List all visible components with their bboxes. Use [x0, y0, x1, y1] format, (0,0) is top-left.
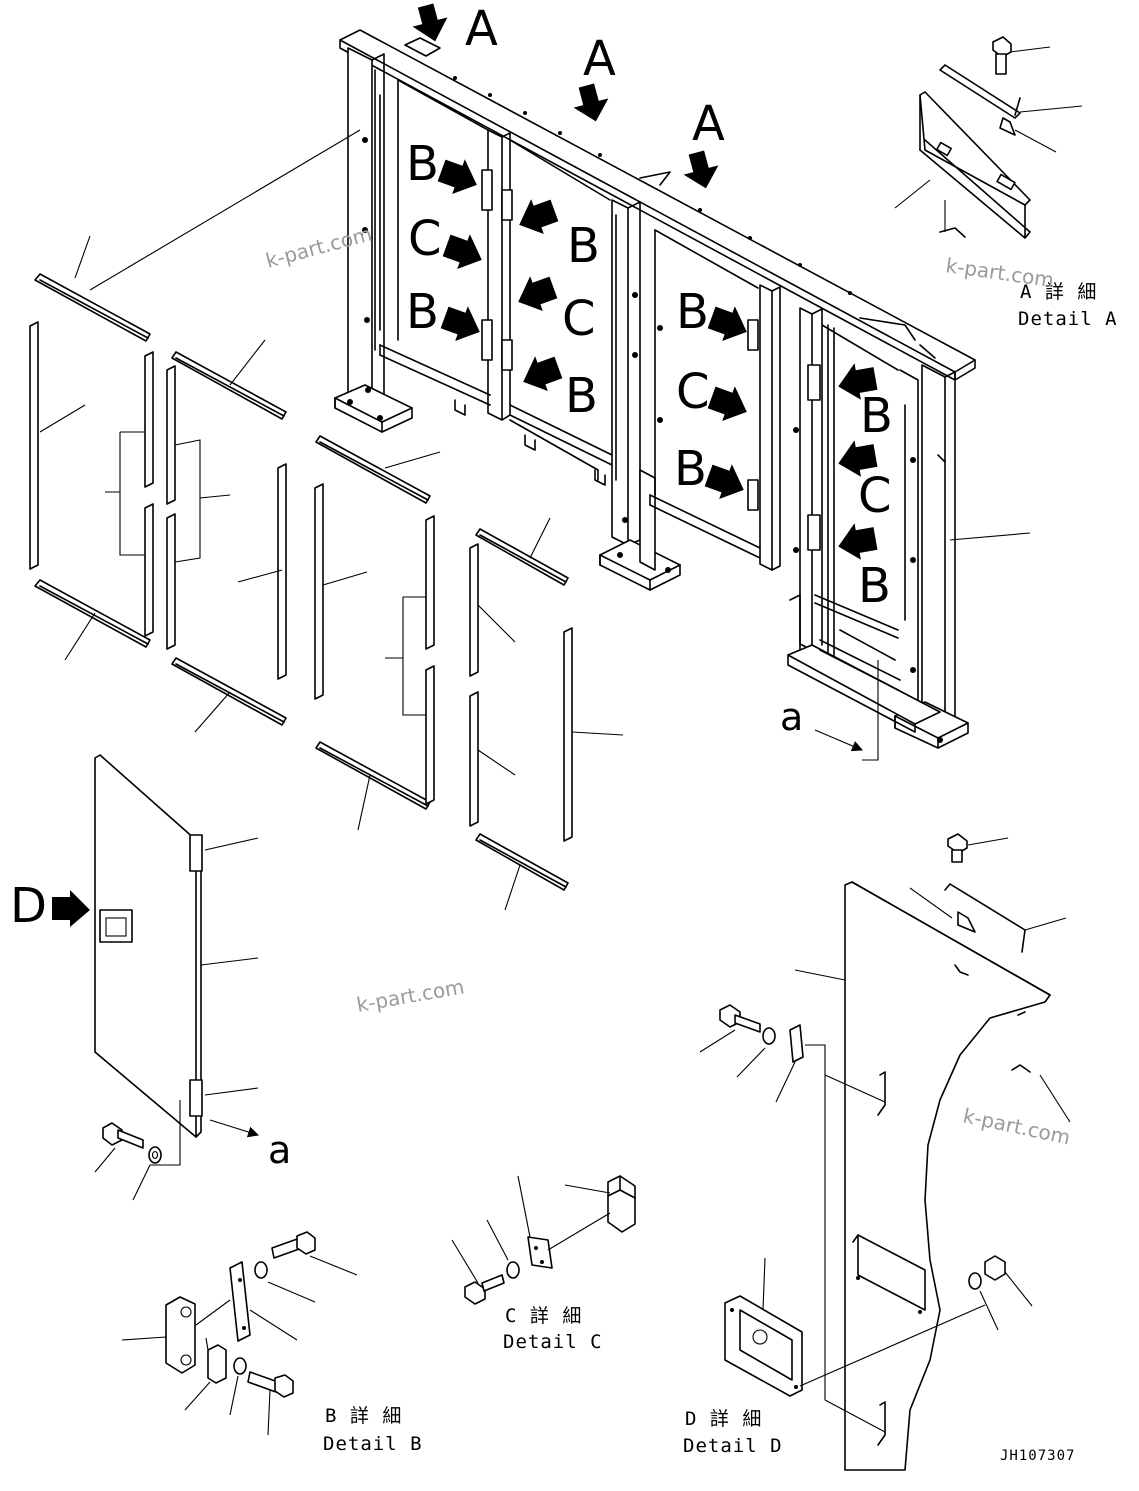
detail-b: B 詳 細 Detail B — [121, 1231, 423, 1455]
detail-a-title-en: Detail A — [1018, 308, 1118, 330]
drawing-number: JH107307 — [1000, 1448, 1075, 1464]
label-view-b-2: B — [406, 284, 439, 340]
watermark-3: k-part.com — [355, 974, 466, 1017]
detail-d: D 詳 細 Detail D — [683, 833, 1071, 1471]
label-view-a-2: A — [583, 31, 616, 87]
label-view-b-7: B — [860, 388, 893, 444]
label-ref-a-1: a — [780, 695, 803, 739]
label-view-a-1: A — [465, 1, 498, 57]
door-bolt-set — [94, 1122, 162, 1201]
label-view-b-8: B — [858, 558, 891, 614]
door-hinge-icon — [189, 1079, 203, 1117]
label-view-b-6: B — [674, 441, 707, 497]
detail-c: C 詳 細 Detail C — [451, 1175, 636, 1353]
label-view-d: D — [10, 878, 47, 934]
view-arrows — [52, 3, 878, 927]
main-frame — [334, 29, 976, 749]
detail-a: A 詳 細 Detail A — [894, 36, 1118, 330]
watermark-2: k-part.com — [944, 253, 1055, 292]
label-view-c-2: C — [562, 291, 596, 347]
label-view-a-3: A — [692, 96, 725, 152]
detail-c-title-jp: C 詳 細 — [505, 1305, 582, 1327]
label-view-c-1: C — [408, 211, 442, 267]
label-view-b-4: B — [565, 368, 598, 424]
frame-bolt-dots — [347, 76, 943, 743]
detail-a-title-jp: A 詳 細 — [1020, 281, 1097, 303]
detail-c-title-en: Detail C — [503, 1331, 603, 1353]
strip-leaders — [39, 129, 1031, 911]
door-panel — [94, 754, 259, 1166]
view-letters: A A A B C B B C B B C B B C B D a a — [10, 1, 893, 1172]
detail-d-title-en: Detail D — [683, 1435, 783, 1457]
detail-d-title-jp: D 詳 細 — [685, 1408, 762, 1430]
label-view-c-4: C — [858, 468, 892, 524]
door-latch-icon — [99, 909, 133, 943]
detail-b-title-en: Detail B — [323, 1433, 423, 1455]
detail-b-title-jp: B 詳 細 — [325, 1405, 402, 1427]
label-view-b-5: B — [676, 284, 709, 340]
door-hinge-icon — [189, 834, 203, 872]
label-view-b-1: B — [406, 136, 439, 192]
label-ref-a-2: a — [268, 1128, 291, 1172]
label-view-b-3: B — [567, 218, 600, 274]
seal-strips — [29, 273, 573, 891]
watermark-4: k-part.com — [961, 1103, 1073, 1149]
label-view-c-3: C — [676, 364, 710, 420]
